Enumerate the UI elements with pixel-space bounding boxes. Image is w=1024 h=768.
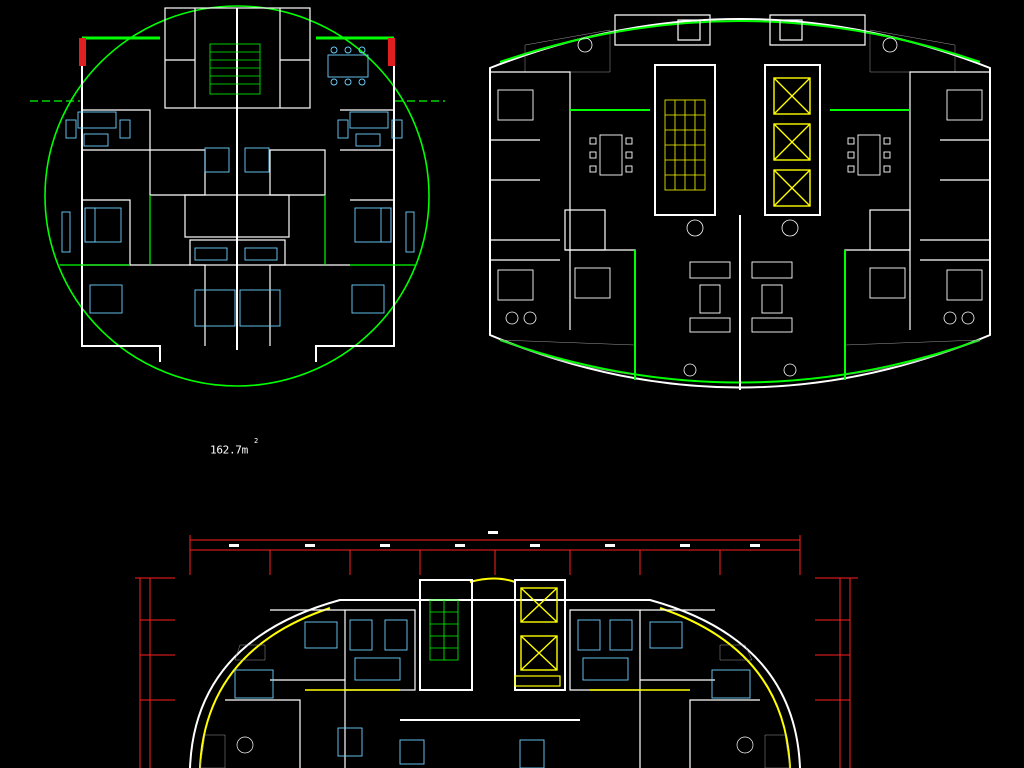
- elevator-icon: [520, 587, 558, 671]
- stair-icon: [209, 43, 261, 95]
- dimension-lines: [135, 535, 858, 768]
- area-label: 162.7m 2: [210, 437, 258, 457]
- column: [79, 38, 86, 66]
- plant-icon: [577, 37, 898, 377]
- bed-icon: [84, 207, 392, 327]
- dining-table-icon: [589, 134, 891, 176]
- bed-icon: [234, 621, 751, 699]
- stair-icon: [664, 99, 706, 191]
- elevator-icon: [773, 77, 811, 207]
- plant-icon: [236, 736, 754, 754]
- oval-outline: [189, 599, 801, 768]
- stair-icon: [429, 599, 459, 661]
- elliptical-plan: [489, 14, 991, 390]
- circular-outline: [44, 5, 430, 387]
- dining-table-icon: [337, 727, 545, 768]
- circular-plan: [30, 5, 445, 387]
- bathtub-icon: [349, 619, 633, 681]
- bed-icon: [497, 89, 983, 301]
- dining-table-icon: [327, 46, 369, 86]
- column: [388, 38, 395, 66]
- area-value: 162.7m: [210, 443, 248, 457]
- sofa-icon: [65, 111, 403, 147]
- oval-plan-partial: [135, 531, 858, 768]
- sofa-icon: [689, 261, 793, 333]
- area-unit-superscript: 2: [253, 437, 258, 445]
